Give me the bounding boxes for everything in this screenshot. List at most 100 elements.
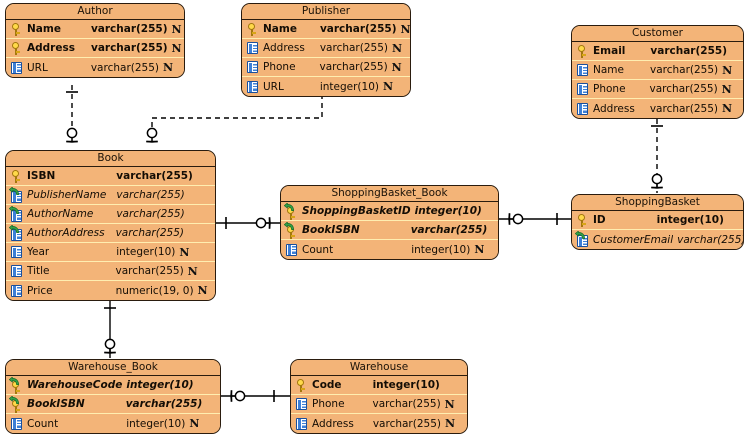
attribute-type: varchar(255) <box>90 61 159 74</box>
attribute-type: varchar(255) <box>649 102 718 115</box>
nullable-badge: N <box>722 63 733 77</box>
attribute-type: integer(10) <box>372 379 440 391</box>
attribute-name: Name <box>27 23 61 35</box>
attribute-name: Price <box>27 284 53 297</box>
nullable-badge: N <box>444 417 456 430</box>
column-icon <box>575 101 590 116</box>
attribute-name: ShoppingBasketID <box>302 205 411 217</box>
foreign-key-arrow-icon <box>284 221 294 230</box>
attribute-name: ID <box>593 214 606 226</box>
foreign-primary-key-icon <box>284 221 299 239</box>
attribute-type: varchar(255) <box>372 398 441 410</box>
attribute-type: varchar(255) <box>649 64 719 76</box>
attribute-name: PublisherName <box>27 189 107 201</box>
column-icon <box>9 264 24 279</box>
entity-title: Publisher <box>242 4 410 20</box>
column-icon <box>9 416 24 431</box>
nullable-badge: N <box>187 264 198 278</box>
attribute-type: varchar(255) <box>116 208 185 220</box>
attribute-row[interactable]: Address varchar(255)N <box>572 99 743 118</box>
primary-key-icon <box>9 22 24 37</box>
attribute-type: integer(10) <box>656 214 724 226</box>
nullable-badge: N <box>474 243 485 256</box>
attribute-type: varchar(255) <box>319 61 388 73</box>
column-icon <box>575 63 590 78</box>
attribute-name: BookISBN <box>27 398 85 410</box>
attribute-row[interactable]: BookISBN varchar(255) <box>6 395 220 414</box>
column-icon <box>294 416 309 431</box>
attribute-name: Count <box>302 243 334 256</box>
edge-book-warehouse-book <box>104 298 116 358</box>
attribute-type: integer(10) <box>319 80 379 93</box>
foreign-key-column-icon <box>9 186 24 203</box>
attribute-name: AuthorAddress <box>27 227 105 239</box>
attribute-type: varchar(255) <box>125 398 203 410</box>
attribute-type: varchar(255) <box>372 417 441 430</box>
attribute-type: integer(10) <box>126 379 194 391</box>
foreign-key-column-icon <box>9 205 24 222</box>
attribute-type: varchar(255) <box>319 23 397 35</box>
nullable-badge: N <box>391 41 403 55</box>
nullable-badge: N <box>382 80 394 93</box>
attribute-name: Address <box>593 102 635 115</box>
column-icon <box>575 82 590 97</box>
attribute-type: varchar(255) <box>650 45 727 57</box>
nullable-badge: N <box>189 417 200 430</box>
entity-title: ShoppingBasket_Book <box>281 186 498 202</box>
attribute-type: varchar(255) <box>319 42 388 54</box>
nullable-badge: N <box>171 41 182 55</box>
foreign-key-arrow-icon <box>9 186 19 195</box>
attribute-row[interactable]: ID integer(10) <box>572 211 743 230</box>
nullable-badge: N <box>721 102 733 115</box>
attribute-row[interactable]: Address varchar(255)N <box>291 414 467 433</box>
entity-title: Book <box>6 151 215 167</box>
attribute-name: Address <box>312 417 354 430</box>
attribute-name: Phone <box>593 83 626 95</box>
column-icon <box>284 242 299 257</box>
attribute-name: BookISBN <box>302 224 360 236</box>
edge-shoppingbasket-shoppingbasket-book <box>499 213 571 225</box>
column-icon <box>245 79 260 94</box>
attribute-name: WarehouseCode <box>27 379 123 391</box>
attribute-type: varchar(255) <box>115 265 184 277</box>
attribute-type: varchar(255) <box>90 42 168 54</box>
attribute-name: Count <box>27 417 59 430</box>
foreign-key-arrow-icon <box>575 231 585 239</box>
column-icon <box>9 283 24 298</box>
attribute-name: ISBN <box>27 170 56 182</box>
